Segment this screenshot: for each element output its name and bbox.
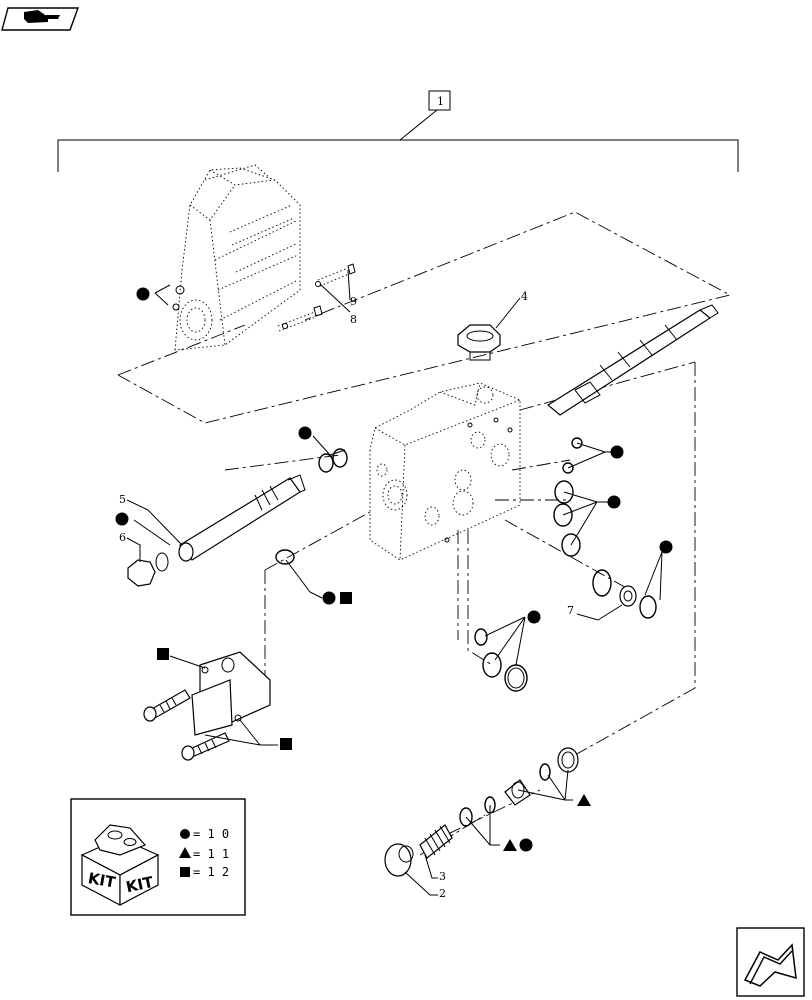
kit-legend: KIT KIT = 1 0 = 1 1 = 1 2 bbox=[70, 798, 246, 916]
spring-and-plug: 3 2 bbox=[384, 779, 531, 900]
assembly-bracket: 1 bbox=[57, 90, 739, 172]
square-symbol bbox=[280, 738, 292, 750]
circle-symbol bbox=[298, 426, 312, 440]
callout-1: 1 bbox=[437, 95, 444, 108]
solenoid-actuator bbox=[172, 164, 356, 351]
plug-4: 4 bbox=[457, 290, 528, 361]
book-pointer-icon[interactable] bbox=[1, 7, 79, 31]
legend-square-icon bbox=[180, 867, 190, 877]
spool bbox=[546, 304, 719, 416]
kit-word-right: KIT bbox=[124, 873, 155, 896]
next-page-arrow-icon[interactable] bbox=[736, 927, 805, 997]
circle-symbol bbox=[136, 287, 150, 301]
cap-7: 7 bbox=[567, 604, 623, 621]
valve-body bbox=[369, 382, 521, 561]
shaft-5: 5 bbox=[119, 474, 306, 562]
kit-symbols bbox=[115, 287, 673, 852]
kit-word-left: KIT bbox=[87, 869, 118, 892]
symbol-leaders: 9 8 bbox=[133, 269, 663, 846]
circle-symbol bbox=[659, 540, 673, 554]
callout-4: 4 bbox=[521, 290, 528, 303]
callout-6: 6 bbox=[119, 531, 126, 544]
legend-row-circle: = 1 0 bbox=[193, 827, 229, 841]
seals bbox=[275, 437, 657, 827]
square-symbol bbox=[157, 648, 169, 660]
circle-symbol bbox=[527, 610, 541, 624]
lower-solenoid bbox=[143, 651, 271, 761]
callout-8: 8 bbox=[350, 313, 357, 326]
triangle-symbol bbox=[503, 839, 517, 851]
legend-triangle-icon bbox=[179, 847, 191, 858]
square-symbol bbox=[340, 592, 352, 604]
circle-symbol bbox=[610, 445, 624, 459]
circle-symbol bbox=[322, 591, 336, 605]
circle-symbol bbox=[519, 838, 533, 852]
circle-symbol bbox=[115, 512, 129, 526]
legend-row-square: = 1 2 bbox=[193, 865, 229, 879]
triangle-symbol bbox=[577, 794, 591, 806]
callout-3: 3 bbox=[439, 870, 446, 883]
callout-9: 9 bbox=[350, 295, 357, 308]
legend-row-triangle: = 1 1 bbox=[193, 847, 229, 861]
callout-7: 7 bbox=[567, 604, 574, 617]
legend-circle-icon bbox=[180, 829, 190, 839]
callout-2: 2 bbox=[439, 887, 446, 900]
callout-5: 5 bbox=[119, 493, 126, 506]
circle-symbol bbox=[607, 495, 621, 509]
nut-6: 6 bbox=[119, 531, 169, 587]
